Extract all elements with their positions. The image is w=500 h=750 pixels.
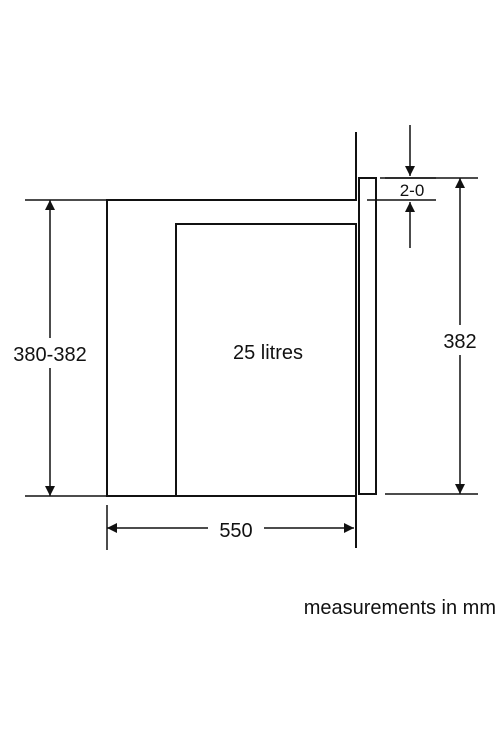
overall-height-label: 380-382 <box>13 344 86 366</box>
depth-label: 550 <box>219 520 252 542</box>
depth-label-bg <box>208 516 264 542</box>
overall-height-label-bg <box>2 338 98 368</box>
gap-dimension <box>367 125 436 248</box>
front-panel <box>358 177 377 495</box>
units-note: measurements in mm <box>304 597 496 619</box>
capacity-label: 25 litres <box>233 342 303 364</box>
cabinet-outline <box>106 132 357 548</box>
front-height-label: 382 <box>443 331 476 353</box>
gap-label: 2-0 <box>400 181 425 200</box>
front-height-label-bg <box>436 325 486 355</box>
